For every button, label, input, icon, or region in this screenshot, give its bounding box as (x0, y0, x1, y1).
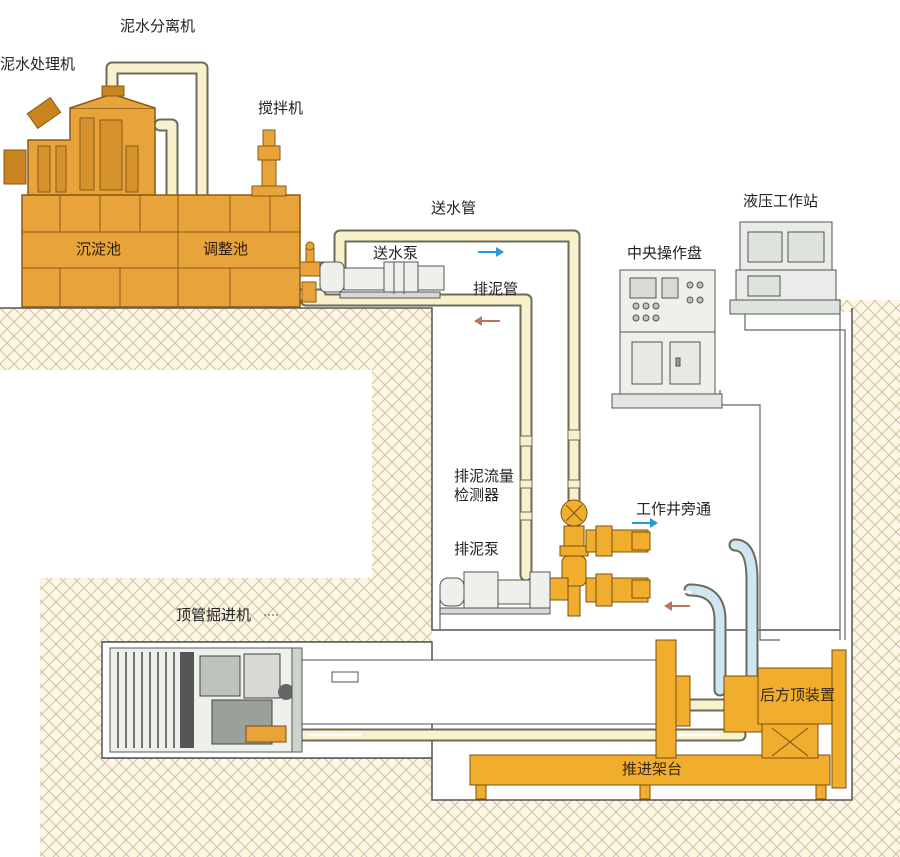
label-shaft-bypass: 工作井旁通 (636, 500, 712, 518)
bypass-valve-assembly (547, 499, 651, 617)
flow-arrows (474, 247, 690, 611)
label-mud-separator: 泥水分离机 (120, 17, 196, 35)
soil-ground (0, 300, 900, 857)
label-discharge-pump: 排泥泵 (454, 540, 500, 558)
label-discharge-pipe: 排泥管 (473, 280, 519, 298)
label-mixer: 搅拌机 (258, 99, 304, 117)
label-central-panel: 中央操作盘 (627, 244, 703, 262)
discharge-flow-arrow (474, 316, 500, 326)
tank-valve (299, 241, 321, 303)
central-control-panel (611, 269, 723, 409)
label-supply-pump: 送水泵 (373, 244, 419, 262)
bypass-discharge-arrow (664, 601, 690, 611)
tank-body (21, 194, 301, 308)
label-tbm: 顶管掘进机 (176, 606, 252, 624)
label-adjust-tank: 调整池 (203, 240, 249, 258)
label-supply-pipe: 送水管 (431, 199, 477, 217)
hydraulic-station (729, 221, 841, 315)
label-flow-meter-line2: 检测器 (454, 486, 500, 504)
label-flow-meter-line1: 排泥流量 (454, 467, 515, 485)
label-thrust-frame: 推进架台 (622, 760, 683, 778)
tunnel-boring-machine (109, 647, 663, 753)
mud-processing-plant (3, 85, 321, 308)
label-hydraulic-station: 液压工作站 (743, 192, 819, 210)
bypass-supply-arrow (632, 518, 658, 528)
label-mud-processor: 泥水处理机 (0, 55, 76, 73)
mixer (251, 129, 287, 197)
supply-pump (319, 261, 445, 299)
label-settling-tank: 沉淀池 (76, 240, 122, 258)
label-rear-jack: 后方顶装置 (760, 686, 836, 704)
thrust-frame (469, 639, 831, 800)
discharge-pump (439, 571, 551, 615)
rear-jack-device (723, 649, 847, 789)
supply-flow-arrow (478, 247, 504, 257)
